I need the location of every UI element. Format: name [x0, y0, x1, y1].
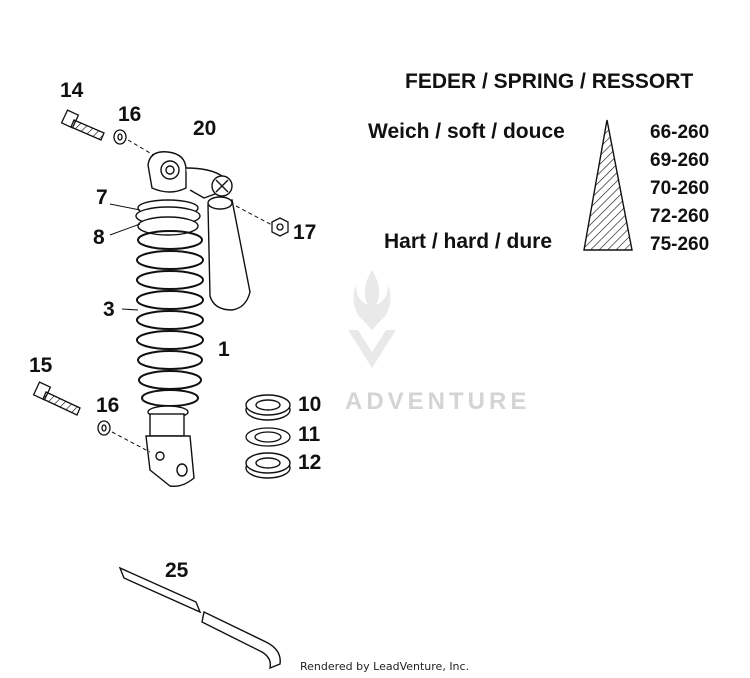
- bolt-14: [60, 109, 105, 141]
- hook-wrench-25: [118, 566, 281, 670]
- reservoir: [207, 175, 251, 311]
- watermark-logo: [348, 270, 396, 368]
- callout-11: 11: [298, 423, 321, 446]
- callout-1: 1: [218, 338, 230, 361]
- callout-12: 12: [298, 451, 322, 474]
- spring-seat-top: [135, 199, 201, 236]
- spring-code-3: 70-260: [650, 178, 710, 199]
- spring-legend-title: FEDER / SPRING / RESSORT: [405, 70, 694, 93]
- callout-15: 15: [29, 354, 53, 377]
- coil-spring: [136, 230, 204, 407]
- shock-bottom-clevis: [145, 405, 195, 488]
- callout-3: 3: [103, 298, 115, 321]
- callout-17: 17: [293, 221, 317, 244]
- spring-hardness-triangle: [583, 119, 633, 251]
- spring-code-4: 72-260: [650, 206, 710, 227]
- spring-code-2: 69-260: [650, 150, 710, 171]
- callout-16-top: 16: [118, 103, 142, 126]
- nut-17: [271, 217, 289, 237]
- callout-20: 20: [193, 117, 217, 140]
- callout-8: 8: [93, 226, 105, 249]
- seal-ring-12: [245, 452, 291, 479]
- callout-10: 10: [298, 393, 322, 416]
- bolt-15: [32, 381, 81, 416]
- spring-code-5: 75-260: [650, 234, 710, 255]
- seal-ring-10: [245, 394, 291, 421]
- callout-14: 14: [60, 79, 84, 102]
- callout-16-bottom: 16: [96, 394, 120, 417]
- washer-16-top: [113, 129, 127, 145]
- spring-soft-label: Weich / soft / douce: [368, 120, 565, 143]
- washer-11: [245, 427, 291, 447]
- render-credit: Rendered by LeadVenture, Inc.: [300, 660, 470, 673]
- watermark-text: ADVENTURE: [345, 388, 531, 415]
- spring-code-1: 66-260: [650, 122, 710, 143]
- spring-hard-label: Hart / hard / dure: [384, 230, 553, 253]
- washer-16-bottom: [97, 420, 111, 436]
- leader-lines: [109, 203, 141, 311]
- callout-25: 25: [165, 559, 189, 582]
- callout-7: 7: [96, 186, 108, 209]
